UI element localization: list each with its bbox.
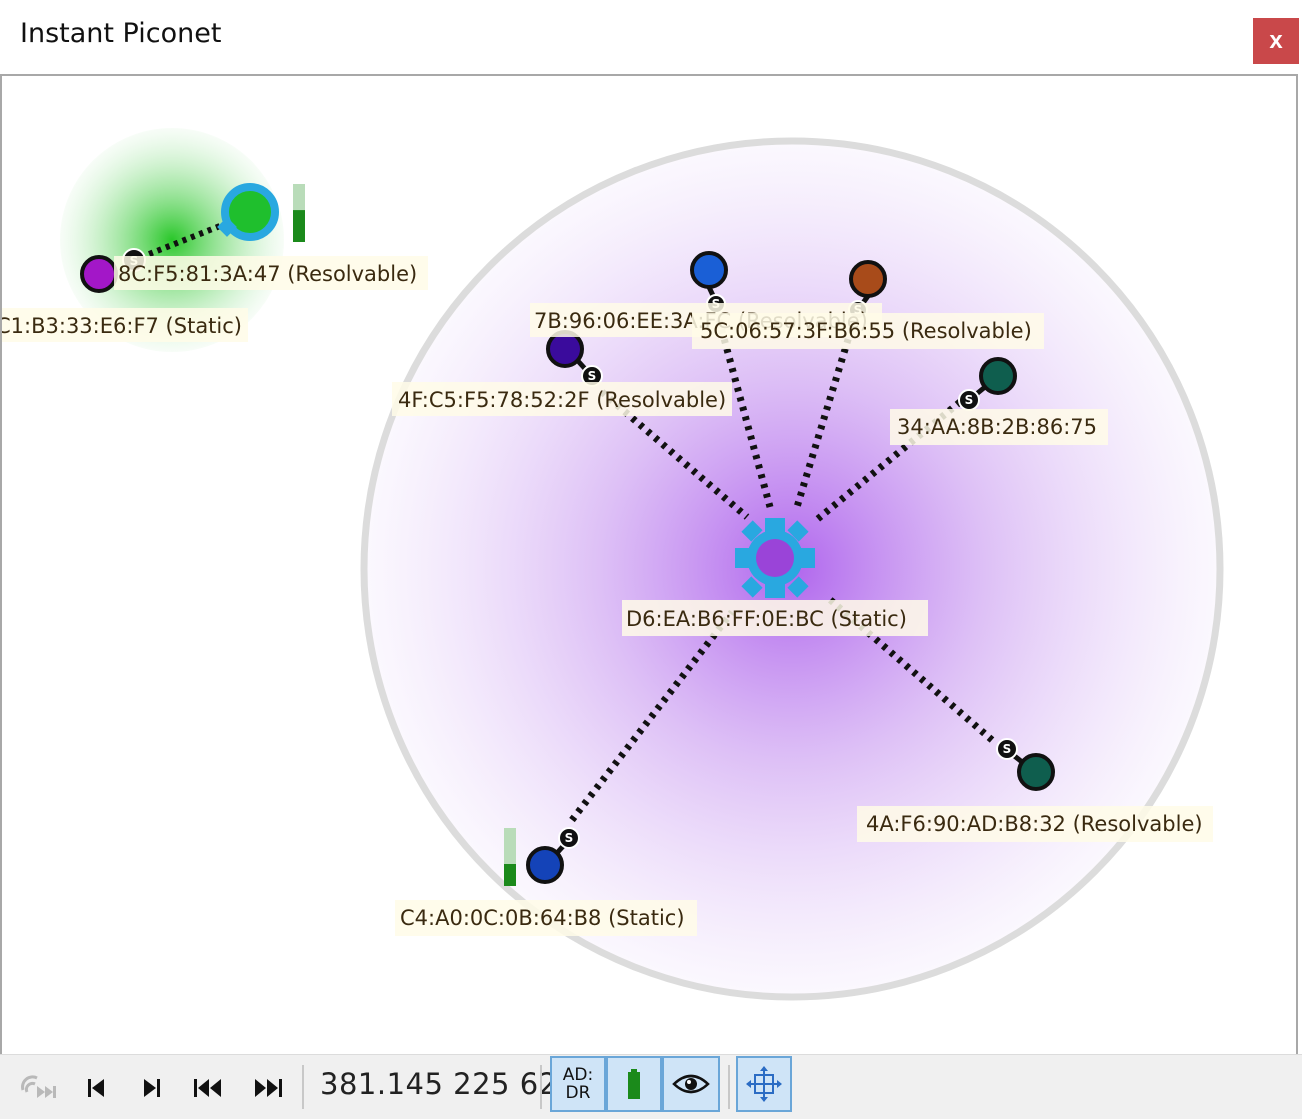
step-start-button[interactable] [76, 1065, 116, 1111]
playback-toolbar: 381.145 225 625 AD: DR [0, 1054, 1302, 1119]
live-stream-icon [21, 1075, 56, 1098]
node-34aa[interactable] [958, 357, 1017, 411]
fast-forward-button[interactable] [246, 1065, 290, 1111]
svg-text:S: S [588, 369, 597, 383]
toolbar-separator [728, 1065, 730, 1109]
fast-forward-icon [255, 1079, 282, 1097]
node-4fc5-label: 4F:C5:F5:78:52:2F (Resolvable) [398, 388, 726, 412]
piconet-canvas[interactable]: S S S S S S S 8C:F5:81:3A:47 (Resolvable… [0, 74, 1298, 1054]
node-4af6-label: 4A:F6:90:AD:B8:32 (Resolvable) [866, 812, 1203, 836]
window-title: Instant Piconet [20, 18, 222, 49]
live-follow-button[interactable] [14, 1065, 60, 1111]
small-slave-label: C1:B3:33:E6:F7 (Static) [2, 314, 242, 338]
close-button[interactable]: x [1253, 18, 1299, 64]
visibility-toggle[interactable] [662, 1056, 720, 1112]
rewind-button[interactable] [186, 1065, 230, 1111]
fit-to-view-icon [746, 1066, 782, 1102]
step-forward-button[interactable] [132, 1065, 172, 1111]
node-c4a0[interactable] [526, 827, 580, 884]
signal-strength-toggle[interactable] [606, 1056, 662, 1112]
small-piconet-range [60, 128, 284, 352]
central-master-node[interactable] [735, 518, 815, 598]
svg-text:S: S [565, 831, 574, 845]
toolbar-separator [302, 1065, 304, 1109]
node-c4a0-label: C4:A0:0C:0B:64:B8 (Static) [400, 906, 685, 930]
adv-label-bottom: DR [565, 1083, 591, 1103]
fit-view-toggle[interactable] [736, 1056, 792, 1112]
svg-text:S: S [1003, 742, 1012, 756]
eye-icon [672, 1074, 710, 1094]
node-4fc5[interactable] [546, 330, 603, 387]
adv-data-toggle[interactable]: AD: DR [550, 1056, 606, 1112]
rewind-icon [194, 1079, 221, 1097]
small-master-node[interactable] [217, 183, 279, 241]
node-c4a0-signal-level [504, 864, 516, 886]
node-34aa-label: 34:AA:8B:2B:86:75 [897, 415, 1097, 439]
central-master-label: D6:EA:B6:FF:0E:BC (Static) [626, 607, 907, 631]
node-4af6[interactable] [996, 738, 1055, 791]
small-master-signal-level [293, 210, 305, 242]
title-bar: Instant Piconet x [0, 0, 1302, 74]
step-forward-icon [144, 1079, 160, 1097]
node-5c06-label: 5C:06:57:3F:B6:55 (Resolvable) [700, 319, 1032, 343]
toolbar-separator [540, 1065, 542, 1109]
svg-text:S: S [965, 393, 974, 407]
timestamp-readout: 381.145 225 625 [320, 1067, 577, 1101]
adv-label-top: AD: [562, 1065, 594, 1085]
battery-icon [628, 1069, 640, 1099]
piconet-graph: S S S S S S S 8C:F5:81:3A:47 (Resolvable… [2, 128, 1224, 1001]
small-master-label: 8C:F5:81:3A:47 (Resolvable) [118, 262, 417, 286]
skip-start-icon [88, 1079, 104, 1097]
